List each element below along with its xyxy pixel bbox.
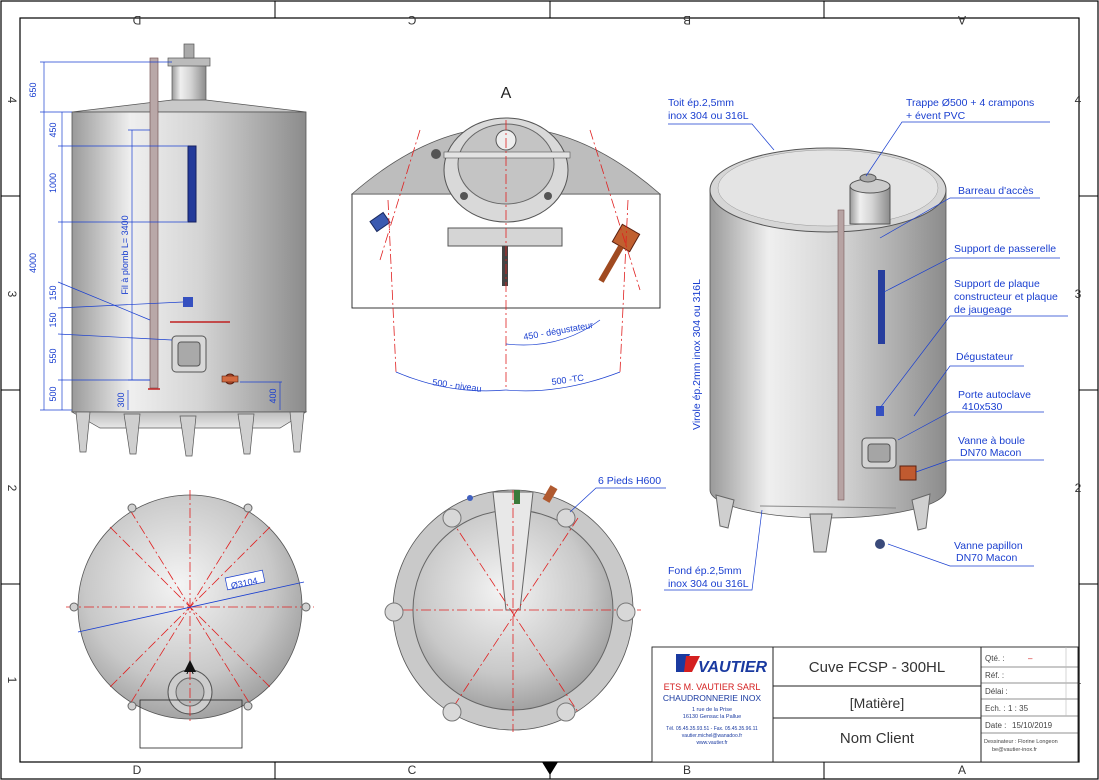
logo-word: VAUTIER (698, 659, 767, 676)
row-label-left: 1 (5, 677, 19, 684)
col-label-bottom: C (408, 763, 417, 777)
date-value: 15/10/2019 (1012, 721, 1053, 730)
callout-vanne-boule-1: Vanne à boule (958, 435, 1025, 447)
dim-tc: 500 -TC (551, 372, 585, 386)
col-label-top: A (958, 13, 966, 27)
dim-400: 400 (268, 388, 278, 403)
iso-view (709, 147, 947, 553)
callout-plaque-2: constructeur et plaque (954, 291, 1058, 303)
dim-150: 150 (48, 312, 58, 327)
designer-email: be@vautier-inox.fr (992, 747, 1037, 753)
dim-degustateur: 450 - dégustateur (523, 320, 594, 342)
row-label-right: 3 (1075, 287, 1082, 301)
callout-toit-2: inox 304 ou 316L (668, 110, 749, 122)
dim-450: 450 (48, 122, 58, 137)
callout-vanne-papillon-1: Vanne papillon (954, 540, 1023, 552)
section-view: A 450 - dégustateur 500 - n (350, 85, 662, 394)
bottom-view (384, 485, 641, 732)
phone: Tél. 05.45.35.93.51 - Fax. 05.45.35.96.1… (666, 726, 758, 732)
col-label-bottom: A (958, 763, 966, 777)
dim-niveau: 500 - niveau (432, 377, 482, 394)
scale-label: Ech. : (985, 704, 1005, 713)
row-label-right: 2 (1075, 481, 1082, 495)
callout-barreau: Barreau d'accès (958, 185, 1034, 197)
callout-fond-2: inox 304 ou 316L (668, 578, 749, 590)
callout-vanne-papillon-2: DN70 Macon (956, 552, 1017, 564)
callout-plaque-3: de jaugeage (954, 304, 1012, 316)
date-label: Date : (985, 721, 1006, 730)
callout-vanne-boule-2: DN70 Macon (960, 447, 1021, 459)
address-2: 16130 Gensac la Pallue (683, 714, 741, 720)
col-label-top: D (132, 13, 141, 27)
designer: Dessinateur : Florine Longeon (984, 739, 1058, 745)
title-block: VAUTIER ETS M. VAUTIER SARL CHAUDRONNERI… (651, 646, 1079, 763)
dim-500: 500 (48, 386, 58, 401)
callout-pieds: 6 Pieds H600 (598, 475, 661, 487)
front-view: 650 450 1000 4000 150 150 550 500 300 40… (28, 43, 308, 457)
delay-label: Délai : (985, 687, 1008, 696)
dim-4000: 4000 (28, 253, 38, 273)
row-label-left: 3 (5, 291, 19, 298)
drawing-title: Cuve FCSP - 300HL (809, 659, 945, 676)
company-name: ETS M. VAUTIER SARL (664, 682, 761, 692)
dim-550: 550 (48, 348, 58, 363)
email: vautier.michel@wanadoo.fr (682, 733, 743, 739)
col-label-top: B (683, 13, 691, 27)
dim-300: 300 (116, 392, 126, 407)
callout-trappe-2: + évent PVC (906, 110, 966, 122)
ref-label: Réf. : (985, 671, 1004, 680)
callout-toit-1: Toit ép.2,5mm (668, 97, 734, 109)
company-trade: CHAUDRONNERIE INOX (663, 693, 762, 703)
section-marker: A (186, 665, 194, 677)
plumb-label: Fil à plomb L= 3400 (120, 215, 130, 294)
row-label-left: 2 (5, 485, 19, 492)
callout-plaque-1: Support de plaque (954, 278, 1040, 290)
callout-degustateur: Dégustateur (956, 351, 1014, 363)
qty-label: Qté. : (985, 654, 1005, 663)
row-label-right: 4 (1075, 93, 1082, 107)
callout-porte-1: Porte autoclave (958, 389, 1031, 401)
col-label-bottom: D (133, 763, 142, 777)
top-view: Ø3104 A (66, 490, 314, 749)
website: www.vautier.fr (696, 740, 727, 746)
callout-trappe-1: Trappe Ø500 + 4 crampons (906, 97, 1034, 109)
material: [Matière] (850, 695, 904, 711)
qty-value: – (1028, 654, 1033, 663)
section-title: A (501, 85, 512, 102)
dim-650: 650 (28, 82, 38, 97)
dim-1000: 1000 (48, 173, 58, 193)
callout-porte-2: 410x530 (962, 401, 1002, 413)
scale-value: 1 : 35 (1008, 704, 1029, 713)
col-label-bottom: B (683, 763, 691, 777)
client-name: Nom Client (840, 730, 915, 747)
callout-passerelle: Support de passerelle (954, 243, 1056, 255)
callout-fond-1: Fond ép.2,5mm (668, 565, 742, 577)
col-label-top: C (407, 13, 416, 27)
callout-virole: Virole ép.2mm inox 304 ou 316L (691, 279, 703, 430)
row-label-left: 4 (5, 97, 19, 104)
dim-150: 150 (48, 285, 58, 300)
address-1: 1 rue de la Prise (692, 707, 732, 713)
